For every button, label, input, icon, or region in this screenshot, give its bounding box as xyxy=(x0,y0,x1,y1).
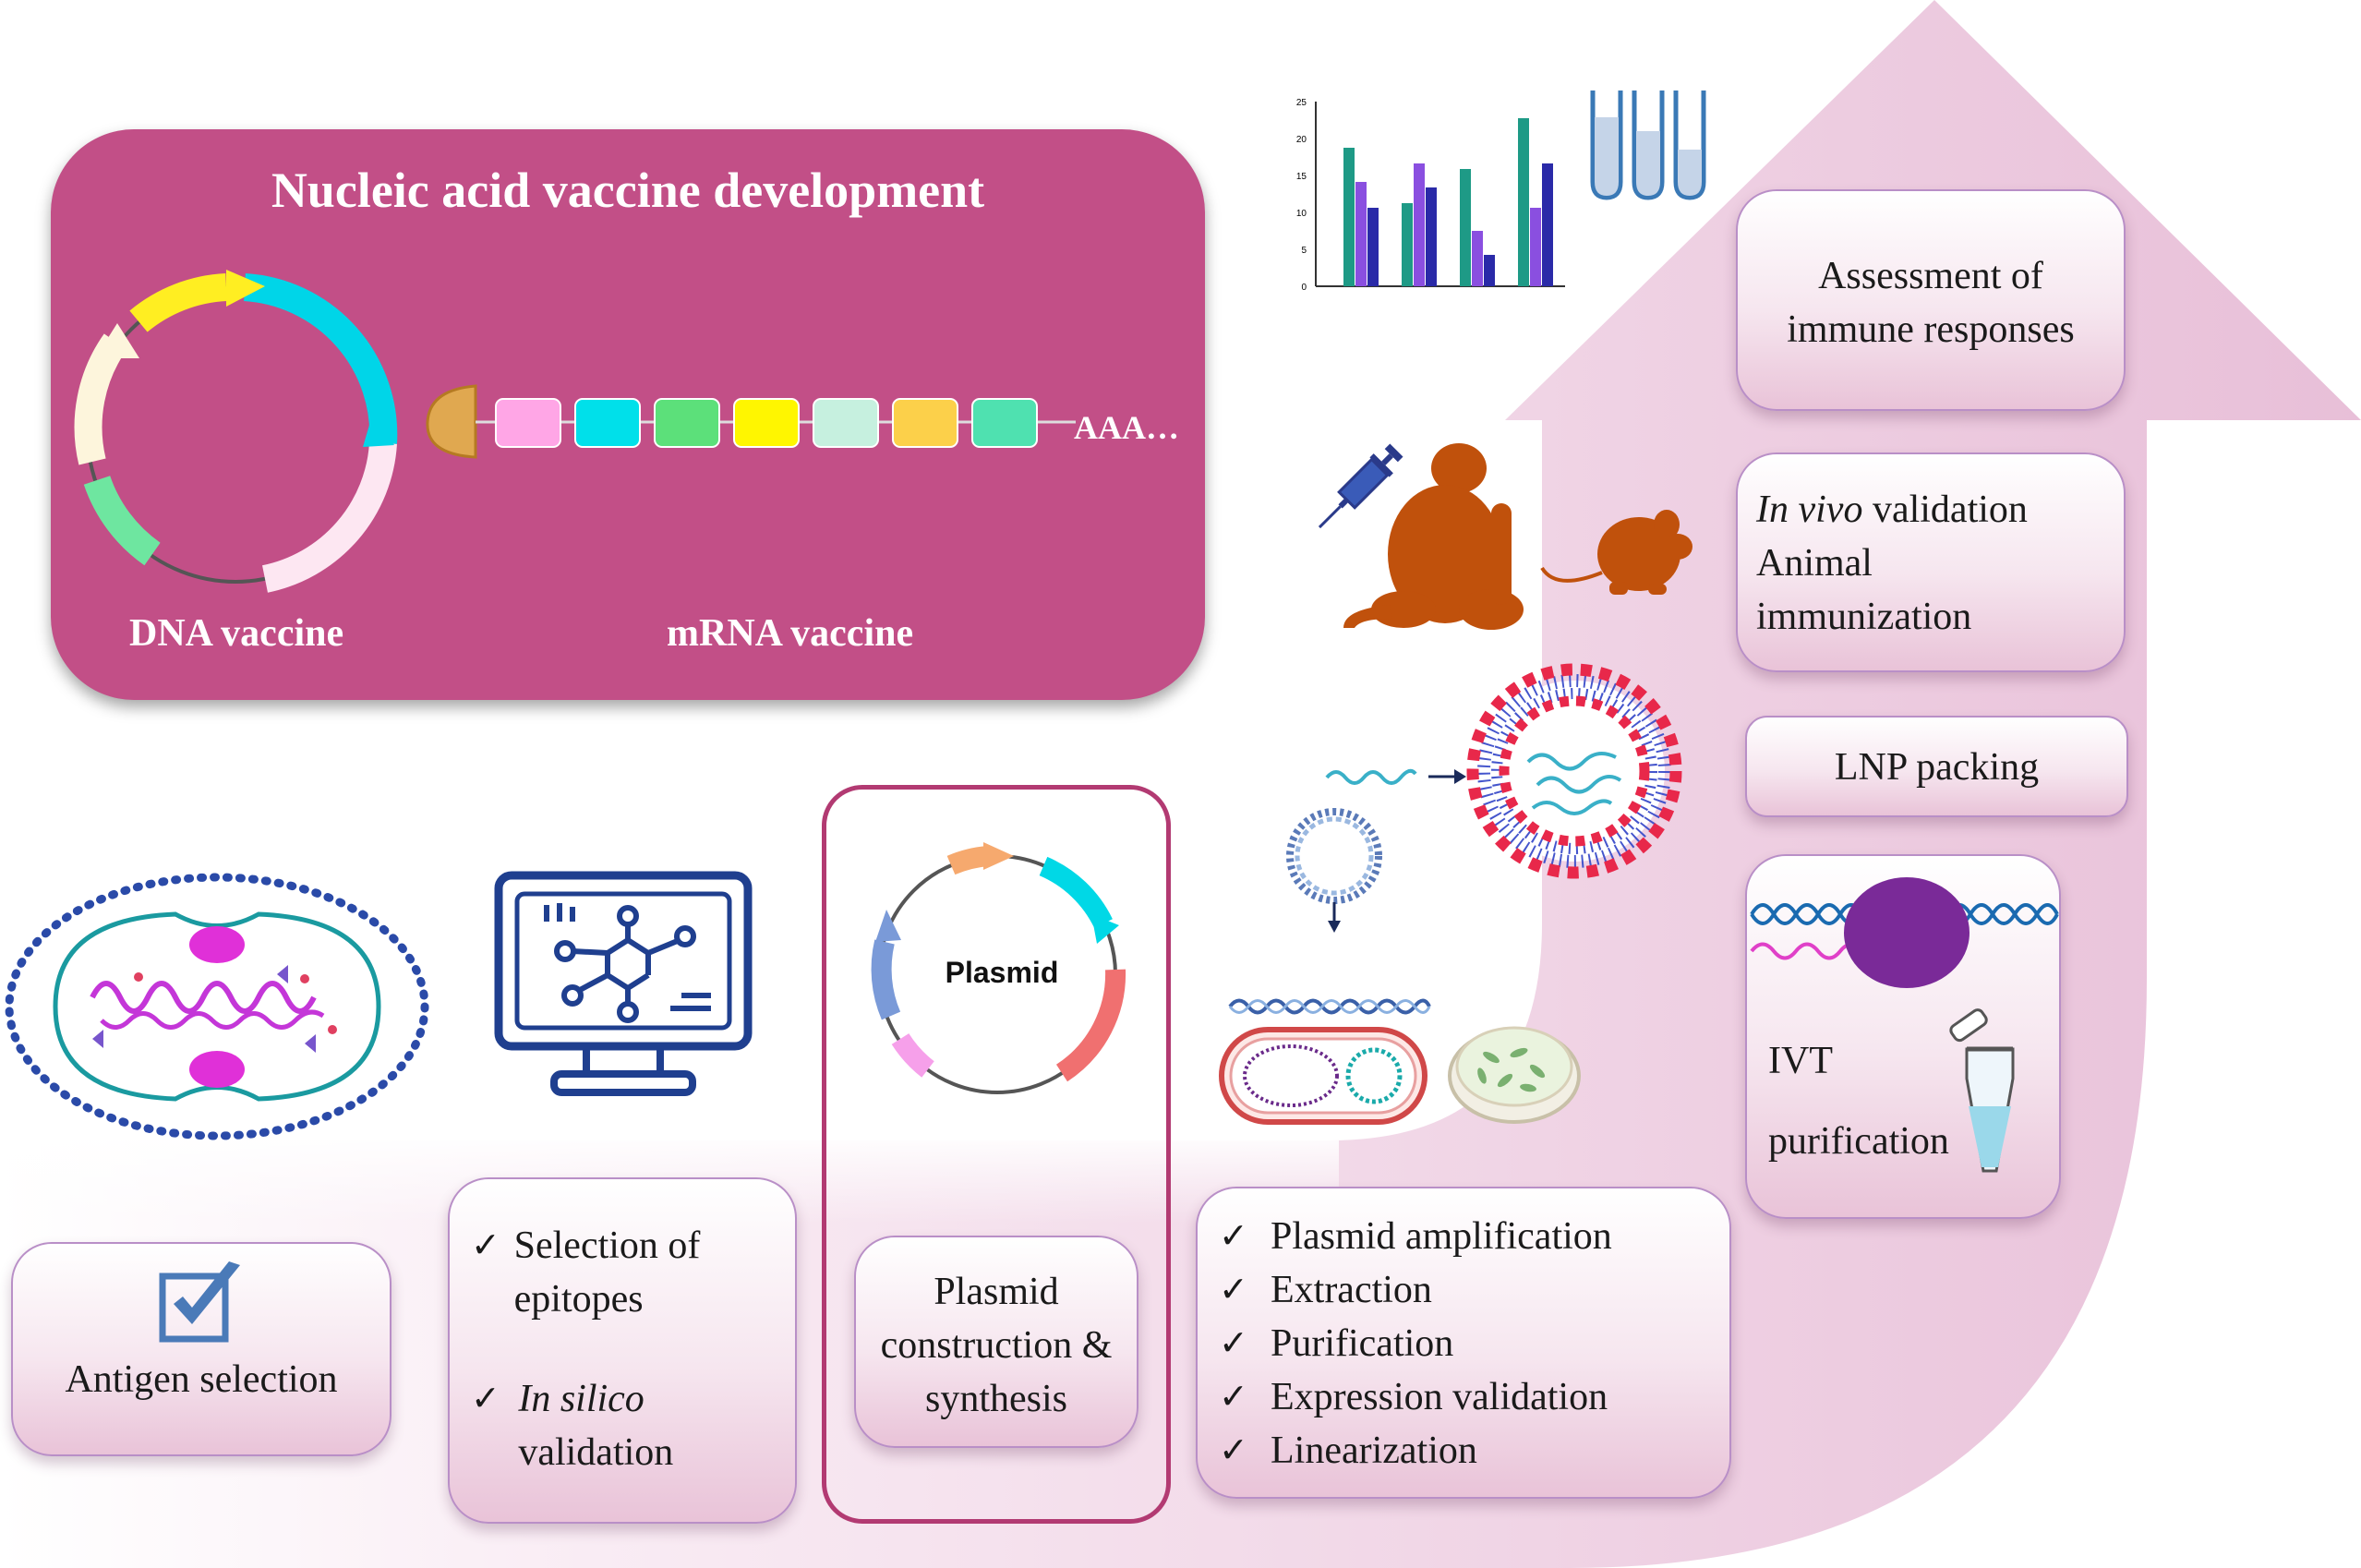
processing-item: ✓ Purification xyxy=(1219,1317,1722,1370)
antigen-selection-label: Antigen selection xyxy=(65,1358,338,1401)
ivt-label: IVT xyxy=(1768,1040,1833,1082)
mrna-vaccine-label: mRNA vaccine xyxy=(667,612,914,655)
plasmid-construction-box xyxy=(854,1236,1138,1448)
in-vivo-validation-box xyxy=(1736,452,2126,672)
y-tick-20: 20 xyxy=(1296,135,1307,145)
test-tubes-icon xyxy=(1590,90,1706,200)
bar-group-4 xyxy=(1518,118,1553,286)
processing-item: ✓ Extraction xyxy=(1219,1263,1722,1317)
y-tick-25: 25 xyxy=(1296,98,1307,108)
processing-item-label: Extraction xyxy=(1271,1269,1432,1311)
bacterium-with-plasmid-icon xyxy=(1219,1027,1427,1125)
immune-assessment-label: Assessment of immune responses xyxy=(1787,255,2075,351)
processing-item: ✓ Plasmid amplification xyxy=(1219,1210,1722,1263)
check-icon: ✓ xyxy=(471,1380,500,1418)
panel-title: Nucleic acid vaccine development xyxy=(271,163,985,218)
in-silico-item: ✓ In silico validation xyxy=(471,1372,785,1479)
mouse-icon xyxy=(1540,510,1692,595)
checkbox-icon xyxy=(159,1261,240,1343)
bacterium-cell-icon xyxy=(5,873,429,1140)
epitope-selection-text: ✓ Selection of epitopes ✓ In silico valida… xyxy=(471,1219,785,1479)
bar-group-1 xyxy=(1343,148,1379,286)
polya-tail-label: AAA… xyxy=(1074,409,1179,446)
dna-vaccine-label: DNA vaccine xyxy=(129,612,344,655)
plasmid-construction-label: Plasmid construction & synthesis xyxy=(880,1271,1113,1420)
epitope-selection-box xyxy=(448,1177,797,1524)
dna-ring-icon xyxy=(1286,808,1382,933)
arrow-to-lnp-icon xyxy=(1428,769,1466,784)
dna-plasmid-icon xyxy=(74,270,398,593)
check-icon: ✓ xyxy=(1219,1378,1248,1417)
microtube-icon xyxy=(1949,1008,2015,1173)
in-vivo-validation-text: In vivo validation Animal immunization xyxy=(1756,483,2116,644)
in-vivo-line: In vivo validation xyxy=(1756,483,2116,537)
epitope-item-label: Selection of epitopes xyxy=(513,1224,701,1321)
check-icon: ✓ xyxy=(1219,1431,1248,1470)
epitope-item: ✓ Selection of epitopes xyxy=(471,1219,785,1326)
plasmid-processing-list: ✓ Plasmid amplification ✓ Extraction ✓ Puri… xyxy=(1219,1210,1722,1478)
check-icon: ✓ xyxy=(1219,1324,1248,1363)
check-icon: ✓ xyxy=(1219,1217,1248,1256)
in-silico-item-label: In silico validation xyxy=(518,1378,674,1474)
immune-assessment-box xyxy=(1736,189,2126,411)
in-vivo-rest: validation xyxy=(1872,488,2028,531)
bar-group-3 xyxy=(1460,169,1495,286)
monkey-icon xyxy=(1343,443,1524,630)
mrna-strand-icon xyxy=(1325,768,1417,785)
processing-item-label: Expression validation xyxy=(1271,1376,1608,1418)
immune-response-bar-chart: 25 20 15 10 5 0 xyxy=(1296,98,1565,293)
syringe-icon xyxy=(1318,443,1403,529)
lnp-packing-box xyxy=(1745,716,2128,817)
linear-dna-icon xyxy=(1228,998,1431,1015)
processing-item: ✓ Linearization xyxy=(1219,1424,1722,1478)
mrna-construct-icon xyxy=(426,384,1076,459)
animal-immunization-label: Animal immunization xyxy=(1756,542,1972,638)
computer-monitor-icon xyxy=(494,871,753,1096)
lnp-packing-label: LNP packing xyxy=(1834,746,2040,789)
y-tick-10: 10 xyxy=(1296,209,1307,219)
processing-item-label: Plasmid amplification xyxy=(1271,1215,1612,1258)
in-vivo-italic: In vivo xyxy=(1756,488,1863,531)
y-tick-15: 15 xyxy=(1296,172,1307,182)
check-icon: ✓ xyxy=(471,1226,500,1265)
processing-item-label: Purification xyxy=(1271,1322,1454,1365)
processing-item-label: Linearization xyxy=(1271,1429,1477,1472)
plasmid-map-icon xyxy=(871,842,1126,1094)
purification-label: purification xyxy=(1768,1120,1949,1163)
processing-item: ✓ Expression validation xyxy=(1219,1370,1722,1424)
plasmid-highlight-frame xyxy=(822,785,1171,1524)
lnp-icon xyxy=(1466,663,1682,879)
plasmid-processing-box xyxy=(1196,1187,1731,1499)
y-tick-5: 5 xyxy=(1301,246,1307,256)
ivt-transcription-icon xyxy=(1750,877,2059,988)
petri-dish-icon xyxy=(1448,1026,1581,1124)
check-icon: ✓ xyxy=(1219,1271,1248,1309)
bar-group-2 xyxy=(1402,163,1437,286)
y-tick-0: 0 xyxy=(1301,283,1307,293)
plasmid-label: Plasmid xyxy=(945,956,1059,989)
